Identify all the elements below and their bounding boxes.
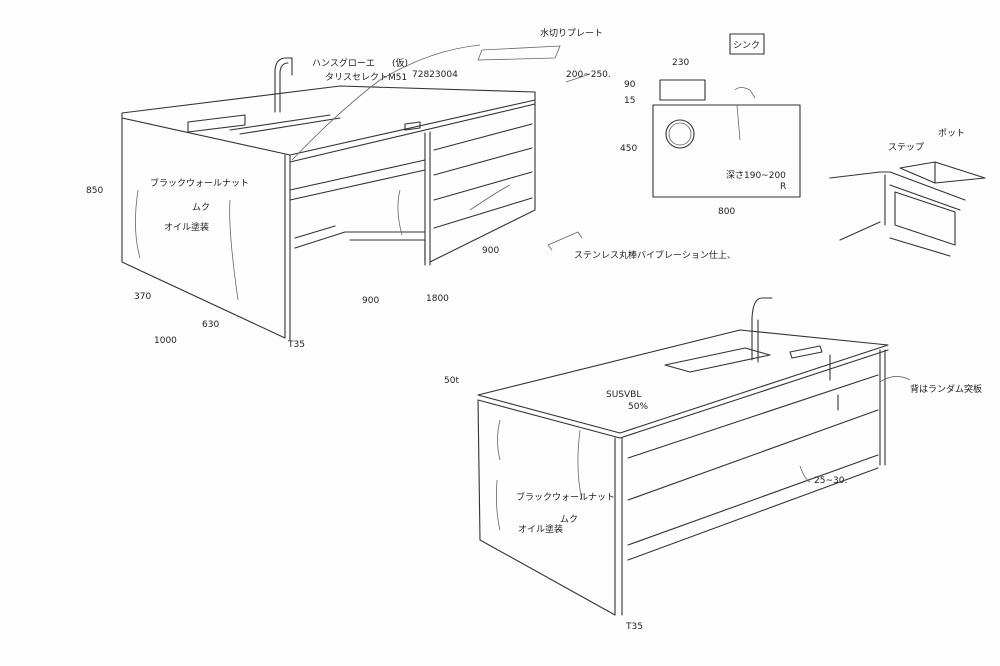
island1-dim-370: 370 — [134, 292, 152, 302]
step-label: ステップ — [888, 143, 925, 153]
faucet-tentative: (仮) — [392, 59, 409, 69]
island2-rail: 25~30. — [814, 476, 848, 486]
island-2-drawing — [477, 297, 911, 616]
island1-length: 1800 — [426, 294, 449, 304]
pot-label: ポット — [938, 129, 966, 139]
island2-back-note: 背はランダム突板 — [910, 385, 983, 395]
island1-dim-630: 630 — [202, 320, 220, 330]
island-1-drawing — [121, 44, 591, 341]
island2-top-pct: 50% — [628, 402, 649, 412]
island1-solid: ムク — [192, 203, 211, 213]
island2-top-material: SUSVBL — [606, 390, 642, 400]
sink-dim-450: 450 — [620, 144, 638, 154]
handle-note: ステンレス丸棒バイブレーション仕上、 — [574, 251, 736, 261]
sink-radius: R — [780, 182, 787, 192]
island1-material: ブラックウォールナット — [150, 179, 250, 189]
sink-dim-230: 230 — [672, 58, 690, 68]
sink-width: 800 — [718, 207, 736, 217]
step-detail-drawing — [829, 161, 986, 257]
island2-solid: ムク — [560, 515, 579, 525]
sink-dim-90: 90 — [624, 80, 636, 90]
island1-dim-900-a: 900 — [362, 296, 380, 306]
island2-top-thickness: 50t — [444, 376, 459, 386]
island1-dim-1000: 1000 — [154, 336, 177, 346]
sink-plan-drawing — [652, 33, 801, 198]
faucet-model: タリスセレクトM51 — [325, 73, 408, 83]
island1-finish: オイル塗装 — [164, 223, 210, 233]
drain-plate-size: 200~250. — [566, 70, 611, 80]
island1-height: 850 — [86, 186, 104, 196]
sink-depth: 深さ190~200 — [726, 171, 786, 181]
island1-dim-900-b: 900 — [482, 246, 500, 256]
island1-thickness: T35 — [288, 340, 305, 350]
island2-material: ブラックウォールナット — [516, 493, 616, 503]
sink-dim-15: 15 — [624, 96, 636, 106]
faucet-brand: ハンスグローエ — [312, 59, 375, 69]
faucet-part-number: 72823004 — [412, 70, 458, 80]
drain-plate-label: 水切りプレート — [540, 29, 604, 39]
island2-thickness: T35 — [626, 622, 643, 632]
sink-title: シンク — [733, 41, 761, 51]
island2-finish: オイル塗装 — [518, 525, 564, 535]
